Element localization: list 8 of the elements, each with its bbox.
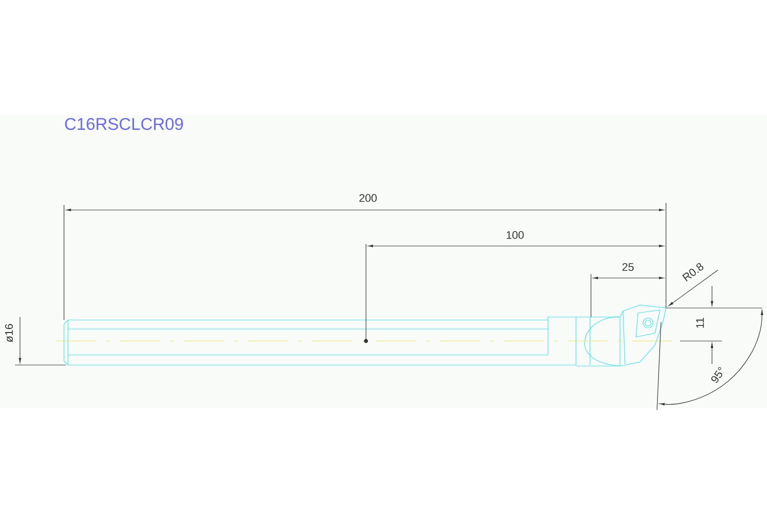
dimension-label: 200 <box>359 194 377 202</box>
dimension-label: ø16 <box>5 324 13 342</box>
dimension-label: 100 <box>506 231 524 239</box>
dimension-label: 25 <box>622 263 634 271</box>
drawing-title: C16RSCLCR09 <box>65 118 183 130</box>
dimension-label: 95° <box>711 367 722 383</box>
dimension-label: 11 <box>696 318 704 328</box>
dimension-label: R0.8 <box>682 263 704 282</box>
